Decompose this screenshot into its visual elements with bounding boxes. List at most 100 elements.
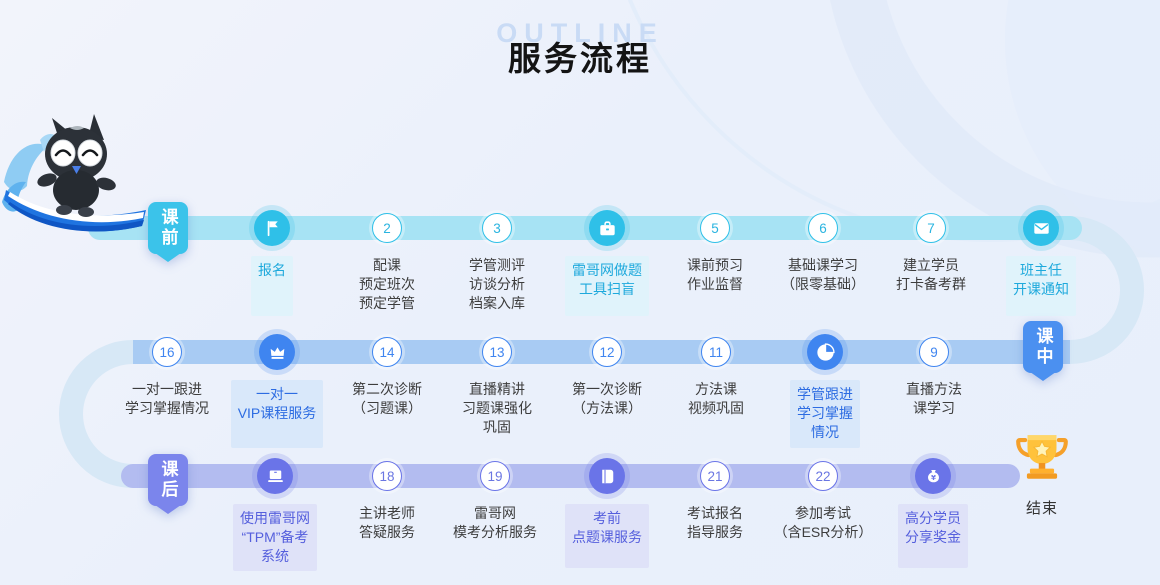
stage-badge-pre-class: 课前 <box>148 202 188 262</box>
mascot-illustration <box>2 114 146 232</box>
envelope-icon <box>1023 210 1059 246</box>
step-label: 直播方法 课学习 <box>906 381 962 416</box>
step-label: 学管跟进 学习掌握 情况 <box>790 380 860 448</box>
step-marker <box>549 208 665 248</box>
flow-step: 2 配课 预定班次 预定学管 <box>329 208 445 313</box>
step-label: 第二次诊断 （习题课） <box>352 381 422 416</box>
step-number-circle: 9 <box>919 337 949 367</box>
flow-step: 14 第二次诊断 （习题课） <box>329 332 445 418</box>
step-marker: 5 <box>657 208 773 248</box>
step-number-circle: 18 <box>372 461 402 491</box>
bg-decor-arc <box>830 0 1160 258</box>
flow-step: 考前 点题课服务 <box>549 456 665 568</box>
svg-text:¥: ¥ <box>931 472 936 481</box>
page-header: OUTLINE 服务流程 <box>0 14 1160 80</box>
flow-step: 11 方法课 视频巩固 <box>658 332 774 418</box>
step-marker: 2 <box>329 208 445 248</box>
flow-step: ¥ 高分学员 分享奖金 <box>875 456 991 568</box>
step-marker: 11 <box>658 332 774 372</box>
step-number-circle: 6 <box>808 213 838 243</box>
step-label: 考前 点题课服务 <box>565 504 649 568</box>
step-marker: 18 <box>329 456 445 496</box>
flow-step: 12 第一次诊断 （方法课） <box>549 332 665 418</box>
step-label: 学管测评 访谈分析 档案入库 <box>469 257 525 311</box>
bg-decor-circle <box>1005 0 1160 258</box>
step-number-circle: 11 <box>701 337 731 367</box>
step-number-circle: 14 <box>372 337 402 367</box>
step-marker: ¥ <box>875 456 991 496</box>
step-label: 建立学员 打卡备考群 <box>896 257 966 292</box>
step-label: 高分学员 分享奖金 <box>898 504 968 568</box>
surfboard-underside <box>8 202 144 232</box>
wave-splash <box>4 143 48 191</box>
mascot-eye-smile-right <box>81 149 99 157</box>
flow-step: 班主任 开课通知 <box>983 208 1099 316</box>
step-label: 雷哥网做题 工具扫盲 <box>565 256 649 316</box>
step-number-circle: 16 <box>152 337 182 367</box>
step-number-circle: 3 <box>482 213 512 243</box>
mascot-body <box>53 170 99 210</box>
finish-label: 结束 <box>1025 500 1058 517</box>
step-label: 课前预习 作业监督 <box>687 257 743 292</box>
flow-step: 7 建立学员 打卡备考群 <box>873 208 989 294</box>
stage-badge-in-class: 课中 <box>1023 321 1063 381</box>
stage-badge-in-class-label: 课中 <box>1023 321 1063 373</box>
step-label: 方法课 视频巩固 <box>688 381 744 416</box>
step-label: 雷哥网 模考分析服务 <box>453 505 537 540</box>
step-marker: 6 <box>765 208 881 248</box>
moneybag-icon: ¥ <box>915 458 951 494</box>
laptop-icon <box>257 458 293 494</box>
step-label: 参加考试 （含ESR分析） <box>773 505 873 540</box>
book-icon <box>589 458 625 494</box>
step-number-circle: 22 <box>808 461 838 491</box>
flow-step: 使用雷哥网 “TPM”备考 系统 <box>217 456 333 571</box>
step-marker: 12 <box>549 332 665 372</box>
step-number-circle: 19 <box>480 461 510 491</box>
briefcase-icon <box>589 210 625 246</box>
step-marker: 7 <box>873 208 989 248</box>
stage-badge-after-class: 课后 <box>148 454 188 514</box>
step-label: 配课 预定班次 预定学管 <box>359 257 415 311</box>
finish-milestone: 结束 <box>1006 428 1078 518</box>
flow-step: 9 直播方法 课学习 <box>876 332 992 418</box>
step-marker <box>767 332 883 372</box>
step-label: 考试报名 指导服务 <box>687 505 743 540</box>
outline-watermark: OUTLINE <box>496 18 664 48</box>
step-marker: 14 <box>329 332 445 372</box>
flow-step: 雷哥网做题 工具扫盲 <box>549 208 665 316</box>
stage-badge-pre-class-tail <box>148 248 188 262</box>
stage-badge-in-class-tail <box>1023 367 1063 381</box>
step-label: 直播精讲 习题课强化 巩固 <box>462 381 532 435</box>
step-marker: 19 <box>437 456 553 496</box>
step-label: 一对一 VIP课程服务 <box>230 380 324 448</box>
flow-step: 3 学管测评 访谈分析 档案入库 <box>439 208 555 313</box>
surfboard-stripe <box>8 192 144 223</box>
mascot-eye-right <box>77 139 103 167</box>
step-number-circle: 5 <box>700 213 730 243</box>
step-number-circle: 2 <box>372 213 402 243</box>
page-title: 服务流程 <box>508 40 652 77</box>
flow-curve-right <box>1069 216 1144 364</box>
step-label: 第一次诊断 （方法课） <box>572 381 642 416</box>
flow-step: 18 主讲老师 答疑服务 <box>329 456 445 542</box>
step-number-circle: 21 <box>700 461 730 491</box>
mascot-eye-left <box>50 139 76 167</box>
trophy-icon <box>1016 435 1068 479</box>
step-marker: 21 <box>657 456 773 496</box>
flow-step: 5 课前预习 作业监督 <box>657 208 773 294</box>
flow-step: 22 参加考试 （含ESR分析） <box>765 456 881 542</box>
step-marker <box>983 208 1099 248</box>
step-number-circle: 12 <box>592 337 622 367</box>
step-label: 使用雷哥网 “TPM”备考 系统 <box>233 504 317 571</box>
step-label: 主讲老师 答疑服务 <box>359 505 415 540</box>
flow-step: 报名 <box>214 208 330 316</box>
stage-badge-pre-class-label: 课前 <box>148 202 188 254</box>
flow-step: 21 考试报名 指导服务 <box>657 456 773 542</box>
mascot-arm-right <box>96 177 116 191</box>
stage-badge-after-class-label: 课后 <box>148 454 188 506</box>
flow-step: 19 雷哥网 模考分析服务 <box>437 456 553 542</box>
